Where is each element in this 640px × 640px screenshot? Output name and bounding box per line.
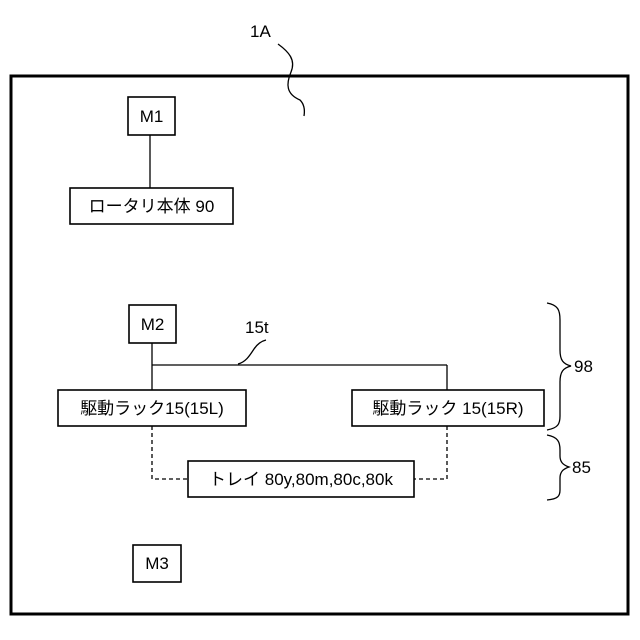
group-upper-label: 98 <box>574 357 593 376</box>
motor-m1-label: M1 <box>140 107 164 126</box>
tray-label: トレイ 80y,80m,80c,80k <box>209 470 393 489</box>
tray-link-left <box>152 426 188 479</box>
shaft-label-leader <box>238 340 266 364</box>
device-frame <box>11 76 628 614</box>
figure-label-leader <box>278 44 304 116</box>
figure-label: 1A <box>250 22 271 41</box>
motor-m3-label: M3 <box>145 554 169 573</box>
brace-lower <box>547 435 569 500</box>
shaft-label: 15t <box>245 318 269 337</box>
motor-m2-label: M2 <box>141 315 165 334</box>
brace-upper <box>547 303 571 430</box>
drive-rack-left-label: 駆動ラック15(15L) <box>80 399 224 418</box>
drive-rack-right-label: 駆動ラック 15(15R) <box>372 399 523 418</box>
tray-link-right <box>414 426 447 479</box>
group-lower-label: 85 <box>572 458 591 477</box>
rotary-body-label: ロータリ本体 90 <box>89 197 215 216</box>
